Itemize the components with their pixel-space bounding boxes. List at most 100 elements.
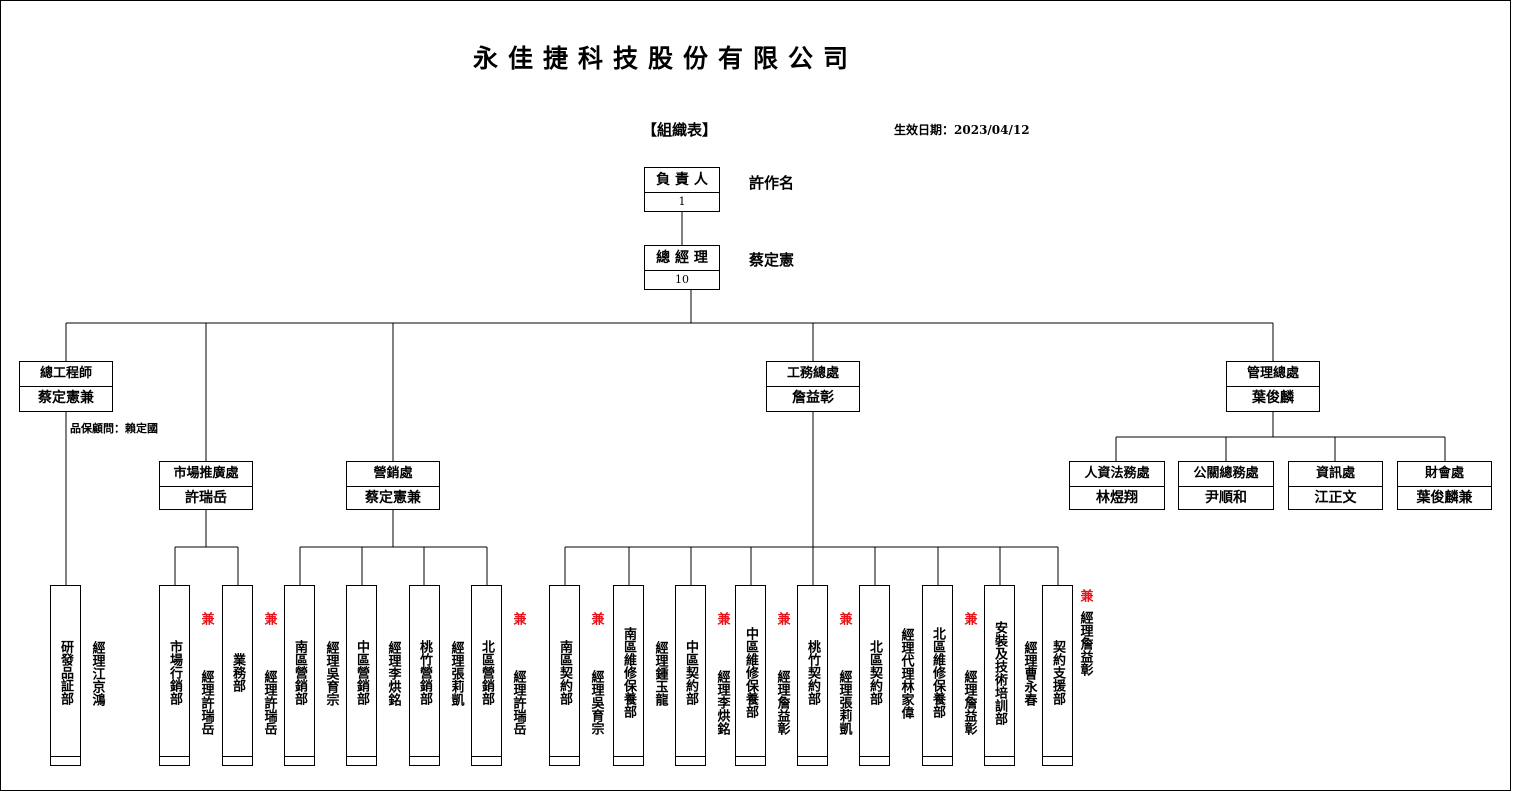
finance-title: 財會處 bbox=[1398, 462, 1491, 487]
hr-legal-head-name: 林煜翔 bbox=[1096, 490, 1138, 506]
dept-box: 中區契約部 bbox=[675, 585, 706, 766]
dept-manager-name: 經理詹益彰 bbox=[961, 669, 977, 735]
engineering-title: 工務總處 bbox=[767, 362, 859, 387]
dept-manager: 經理江京鴻 bbox=[89, 640, 105, 706]
dept-box: 契約支援部 bbox=[1042, 585, 1073, 766]
chief-engineer-title: 總工程師 bbox=[20, 362, 112, 387]
dept-box: 中區營銷部 bbox=[346, 585, 377, 766]
hr-legal-box: 人資法務處 林煜翔 bbox=[1069, 461, 1165, 510]
chief-engineer-box: 總工程師 蔡定憲兼 bbox=[19, 361, 113, 412]
marketing-head-name: 許瑞岳 bbox=[185, 490, 227, 506]
dept-manager: 經理代理林家偉 bbox=[898, 627, 914, 719]
finance-box: 財會處 葉俊麟兼 bbox=[1397, 461, 1492, 510]
dept-manager: 兼經理張莉凱 bbox=[830, 585, 858, 761]
dept-name: 南區維修保養部 bbox=[621, 627, 636, 718]
concurrent-mark: 兼 bbox=[510, 611, 526, 625]
pr-general-affairs-box: 公關總務處 尹順和 bbox=[1178, 461, 1274, 510]
concurrent-mark: 兼 bbox=[198, 611, 214, 625]
it-head-name: 江正文 bbox=[1314, 490, 1357, 506]
dept-manager: 兼經理許瑞岳 bbox=[255, 585, 283, 761]
sales-title: 營銷處 bbox=[347, 462, 439, 487]
dept-name: 桃竹營銷部 bbox=[417, 640, 432, 705]
dept-manager: 經理張莉凱 bbox=[448, 640, 464, 706]
dept-name: 安裝及技術培訓部 bbox=[992, 620, 1007, 725]
dept-manager: 經理曹永春 bbox=[1021, 640, 1037, 706]
qa-advisor: 品保顧問：賴定國 bbox=[70, 422, 158, 435]
dept-manager-name: 經理詹益彰 bbox=[774, 669, 790, 735]
dept-name: 北區契約部 bbox=[867, 640, 882, 705]
dept-box: 北區維修保養部 bbox=[922, 585, 953, 766]
dept-manager-name: 經理吳育宗 bbox=[588, 669, 604, 735]
dept-manager: 兼經理李烘銘 bbox=[708, 585, 736, 761]
dept-box: 北區契約部 bbox=[859, 585, 890, 766]
dept-name: 北區維修保養部 bbox=[930, 627, 945, 718]
dept-name: 中區營銷部 bbox=[354, 640, 369, 705]
admin-box: 管理總處 葉俊麟 bbox=[1226, 361, 1320, 412]
effective-date: 生效日期：2023/04/12 bbox=[894, 121, 1030, 138]
admin-title: 管理總處 bbox=[1227, 362, 1319, 387]
dept-manager: 經理鍾玉龍 bbox=[652, 640, 668, 706]
dept-box: 中區維修保養部 bbox=[735, 585, 766, 766]
org-chart-title: 【組織表】 bbox=[642, 121, 718, 139]
dept-manager: 兼經理吳育宗 bbox=[582, 585, 610, 761]
effective-date-value: 2023/04/12 bbox=[954, 123, 1030, 137]
dept-manager-name: 經理張莉凱 bbox=[836, 669, 852, 735]
effective-date-label: 生效日期： bbox=[894, 123, 955, 137]
company-name: 永佳捷科技股份有限公司 bbox=[473, 44, 859, 73]
marketing-title: 市場推廣處 bbox=[160, 462, 252, 487]
dept-manager-name: 經理許瑞岳 bbox=[198, 669, 214, 735]
concurrent-mark: 兼 bbox=[961, 611, 977, 625]
dept-manager: 兼經理詹益彰 bbox=[768, 585, 796, 761]
dept-name: 南區契約部 bbox=[557, 640, 572, 705]
dept-manager-name: 經理許瑞岳 bbox=[261, 669, 277, 735]
dept-box: 市場行銷部 bbox=[159, 585, 190, 766]
engineering-box: 工務總處 詹益彰 bbox=[766, 361, 860, 412]
it-box: 資訊處 江正文 bbox=[1288, 461, 1383, 510]
dept-manager: 兼經理詹益彰 bbox=[1071, 585, 1099, 761]
dept-manager-name: 經理許瑞岳 bbox=[510, 669, 526, 735]
dept-box: 北區營銷部 bbox=[471, 585, 502, 766]
general-manager-box: 總 經 理 10 bbox=[644, 245, 720, 290]
dept-box: 業務部 bbox=[222, 585, 253, 766]
concurrent-mark: 兼 bbox=[774, 611, 790, 625]
dept-name: 契約支援部 bbox=[1050, 640, 1065, 705]
general-manager-name: 蔡定憲 bbox=[749, 251, 795, 269]
dept-box: 研發品証部 bbox=[50, 585, 81, 766]
pr-general-affairs-title: 公關總務處 bbox=[1179, 462, 1273, 487]
owner-title: 負 責 人 bbox=[645, 168, 719, 193]
concurrent-mark: 兼 bbox=[836, 611, 852, 625]
dept-name: 中區維修保養部 bbox=[743, 627, 758, 718]
owner-box: 負 責 人 1 bbox=[644, 167, 720, 212]
owner-headcount: 1 bbox=[678, 195, 686, 208]
dept-manager: 兼經理許瑞岳 bbox=[192, 585, 220, 761]
concurrent-mark: 兼 bbox=[1077, 589, 1093, 602]
dept-manager-name: 經理李烘銘 bbox=[714, 669, 730, 735]
marketing-box: 市場推廣處 許瑞岳 bbox=[159, 461, 253, 510]
dept-box: 桃竹契約部 bbox=[797, 585, 828, 766]
dept-name: 研發品証部 bbox=[58, 640, 73, 705]
dept-name: 北區營銷部 bbox=[479, 640, 494, 705]
sales-head-name: 蔡定憲兼 bbox=[365, 490, 421, 506]
dept-name: 桃竹契約部 bbox=[805, 640, 820, 705]
dept-box: 南區維修保養部 bbox=[613, 585, 644, 766]
it-title: 資訊處 bbox=[1289, 462, 1382, 487]
sales-box: 營銷處 蔡定憲兼 bbox=[346, 461, 440, 510]
dept-name: 業務部 bbox=[230, 653, 245, 692]
dept-name: 南區營銷部 bbox=[292, 640, 307, 705]
concurrent-mark: 兼 bbox=[588, 611, 604, 625]
owner-name: 許作名 bbox=[749, 174, 795, 192]
chief-engineer-name: 蔡定憲兼 bbox=[38, 390, 94, 406]
hr-legal-title: 人資法務處 bbox=[1070, 462, 1164, 487]
dept-name: 市場行銷部 bbox=[167, 640, 182, 705]
dept-manager: 經理吳育宗 bbox=[323, 640, 339, 706]
dept-manager: 兼經理許瑞岳 bbox=[504, 585, 532, 761]
pr-general-affairs-head-name: 尹順和 bbox=[1205, 490, 1247, 506]
finance-head-name: 葉俊麟兼 bbox=[1416, 490, 1473, 506]
dept-box: 安裝及技術培訓部 bbox=[984, 585, 1015, 766]
admin-head-name: 葉俊麟 bbox=[1252, 390, 1294, 406]
dept-box: 南區契約部 bbox=[549, 585, 580, 766]
engineering-head-name: 詹益彰 bbox=[792, 390, 834, 406]
general-manager-headcount: 10 bbox=[675, 273, 689, 286]
